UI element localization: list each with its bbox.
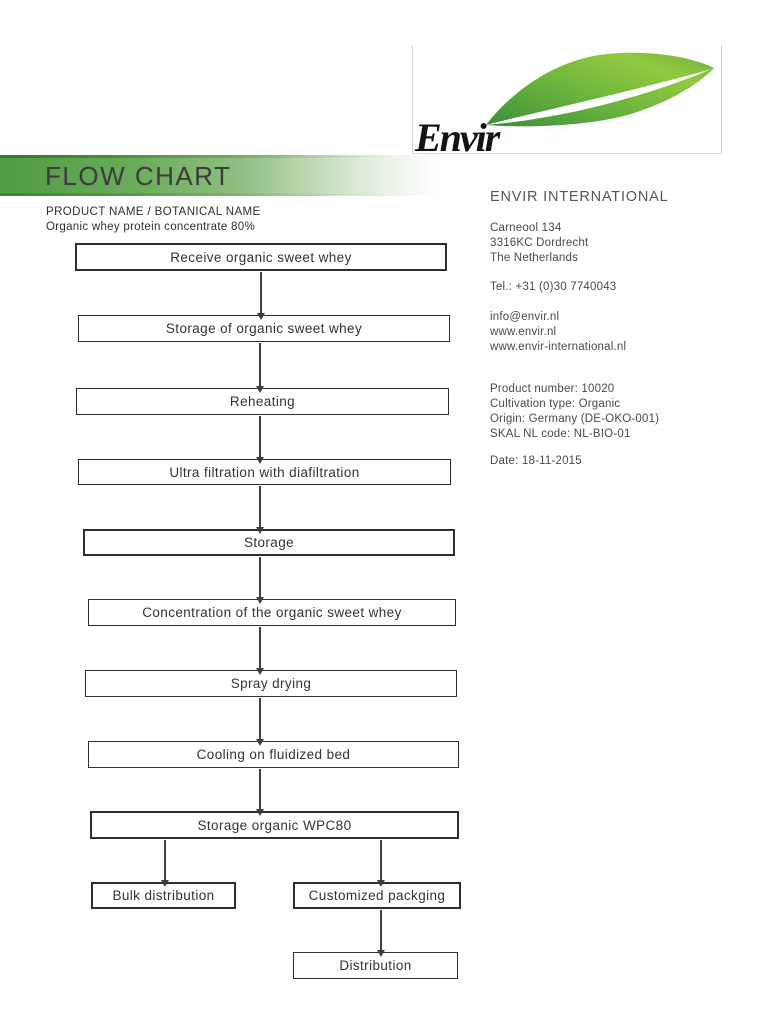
flow-arrow	[256, 769, 264, 816]
address-line: 3316KC Dordrecht	[490, 237, 589, 249]
logo-box: Envir	[412, 45, 722, 158]
flow-arrow	[377, 840, 385, 887]
flow-box: Cooling on fluidized bed	[88, 741, 459, 768]
flow-arrow	[256, 698, 264, 746]
product-detail: Origin: Germany (DE-OKO-001)	[490, 413, 660, 425]
address-line: The Netherlands	[490, 252, 579, 264]
website: www.envir.nl	[490, 326, 557, 338]
banner-bottom-edge	[0, 193, 436, 196]
company-address: Carneool 134 3316KC Dordrecht The Nether…	[490, 221, 588, 266]
email: info@envir.nl	[490, 311, 560, 323]
flow-arrow	[257, 272, 265, 320]
banner-top-edge	[0, 155, 436, 158]
flow-arrow	[256, 343, 264, 393]
flow-box: Storage	[83, 529, 455, 556]
page-title: FLOW CHART	[45, 161, 232, 191]
address-line: Carneool 134	[490, 222, 562, 234]
flow-chart-banner	[0, 155, 436, 196]
website: www.envir-international.nl	[490, 341, 627, 353]
product-detail: Product number: 10020	[490, 383, 615, 395]
flow-arrow	[161, 840, 169, 887]
company-contacts: info@envir.nl www.envir.nl www.envir-int…	[490, 310, 626, 355]
document-date: Date: 18-11-2015	[490, 455, 582, 467]
flow-box: Receive organic sweet whey	[75, 243, 447, 271]
flow-arrow	[256, 557, 264, 604]
leaf-icon	[486, 52, 714, 127]
product-name-value: Organic whey protein concentrate 80%	[46, 221, 255, 233]
flow-arrow	[256, 416, 264, 464]
company-phone: Tel.: +31 (0)30 7740043	[490, 281, 617, 293]
product-detail: Cultivation type: Organic	[490, 398, 621, 410]
flow-box: Storage organic WPC80	[90, 811, 459, 839]
product-detail: SKAL NL code: NL-BIO-01	[490, 428, 631, 440]
flow-box: Ultra filtration with diafiltration	[78, 459, 451, 485]
flow-box: Concentration of the organic sweet whey	[88, 599, 456, 626]
company-name: ENVIR INTERNATIONAL	[490, 189, 669, 205]
flow-arrow	[377, 910, 385, 957]
flow-box: Distribution	[293, 952, 458, 979]
product-details: Product number: 10020 Cultivation type: …	[490, 382, 659, 442]
brand-wordmark: Envir	[415, 115, 500, 160]
flow-box: Spray drying	[85, 670, 457, 697]
product-name-label: PRODUCT NAME / BOTANICAL NAME	[46, 206, 261, 218]
flow-box: Customized packging	[293, 882, 461, 909]
flow-arrow	[256, 486, 264, 534]
flow-arrow	[256, 627, 264, 675]
